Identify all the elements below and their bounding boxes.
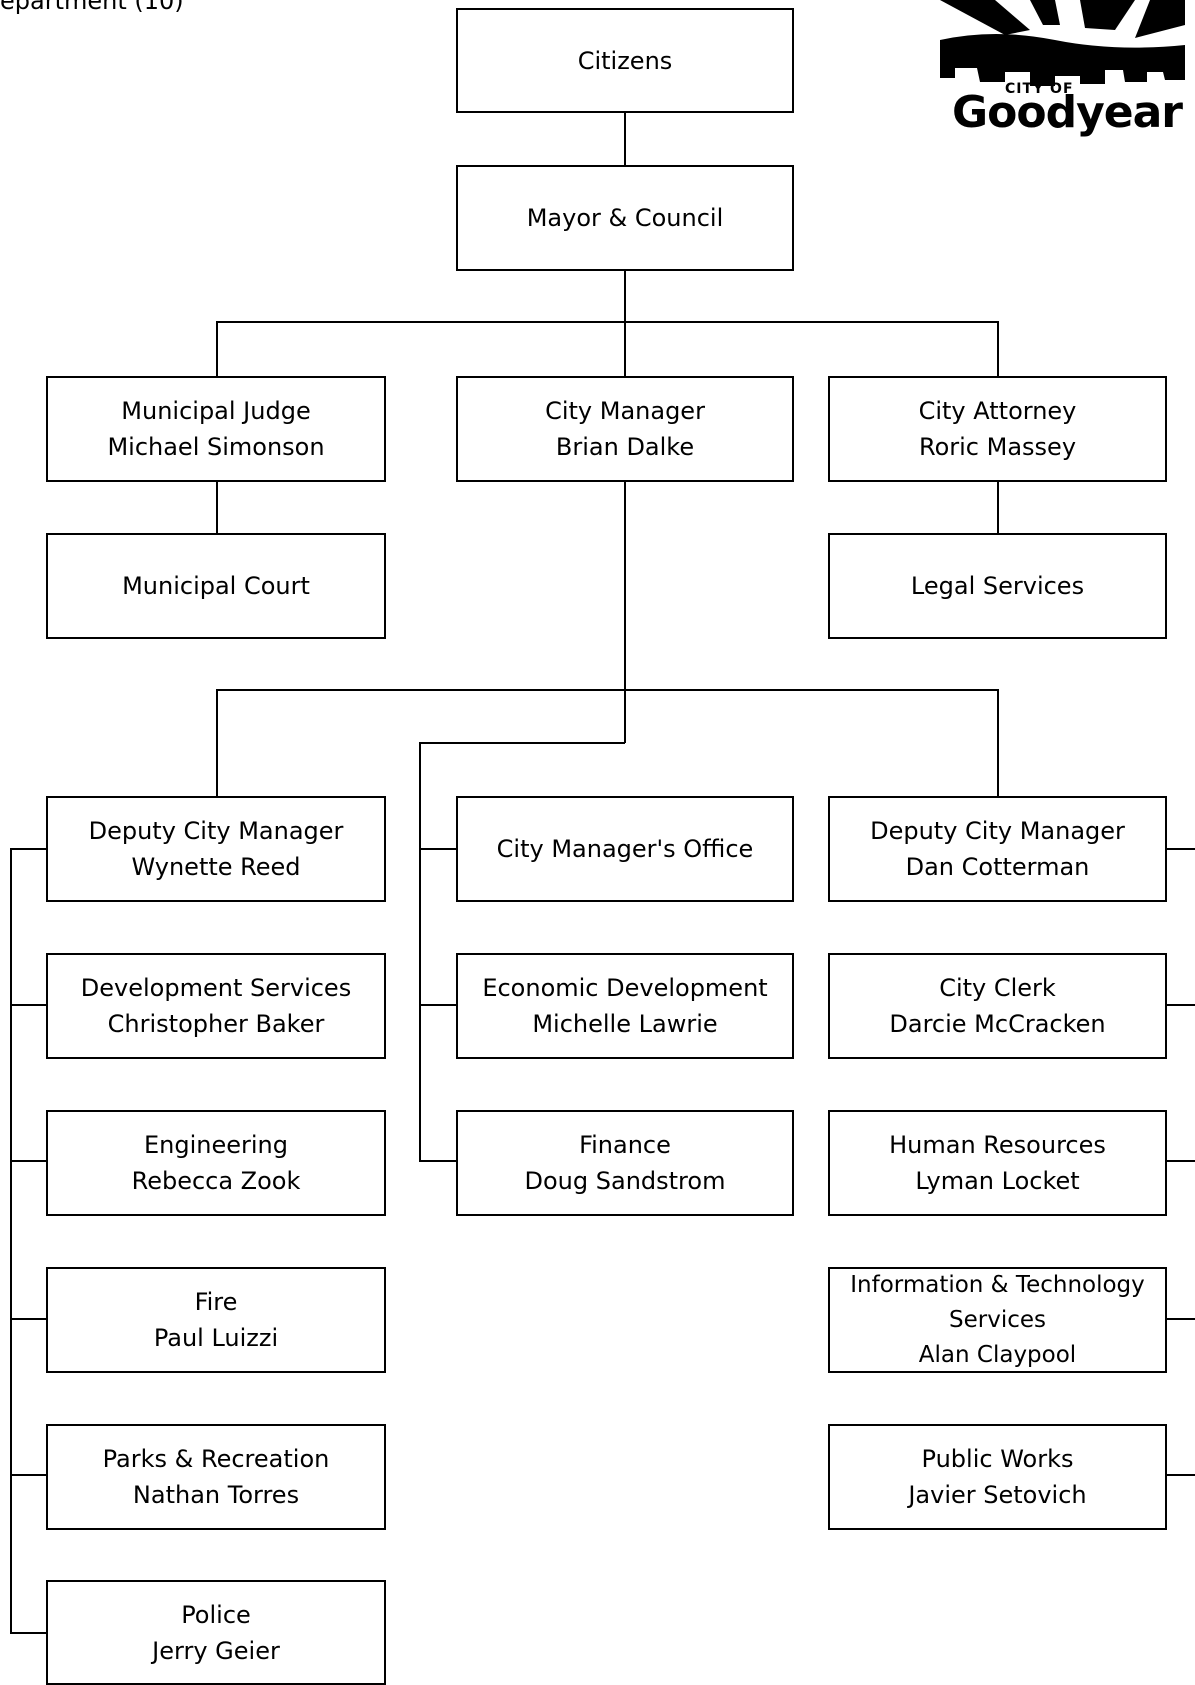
node-person: Darcie McCracken [889,1010,1106,1038]
node-person: Lyman Locket [915,1167,1080,1195]
connector-top-branch [216,321,999,376]
node-person: Wynette Reed [131,853,301,881]
node-title: Municipal Court [122,572,310,600]
node-information-technology-services: Information & Technology Services Alan C… [828,1267,1167,1373]
node-city-manager: City Manager Brian Dalke [456,376,794,482]
node-person: Roric Massey [918,433,1077,461]
node-title-cont: Services [949,1306,1046,1333]
node-title: Finance [579,1131,671,1159]
node-citizens: Citizens [456,8,794,113]
page-label: epartment (10) [0,0,184,15]
node-person: Nathan Torres [132,1481,300,1509]
node-title: Municipal Judge [121,397,311,425]
connector-middle-spine [419,742,625,1162]
node-person: Michael Simonson [107,433,325,461]
node-title: Legal Services [910,572,1085,600]
node-title: Development Services [80,974,352,1002]
node-title: City Manager's Office [496,835,754,863]
node-person: Michelle Lawrie [532,1010,718,1038]
node-police: Police Jerry Geier [46,1580,386,1685]
node-development-services: Development Services Christopher Baker [46,953,386,1059]
node-title: Parks & Recreation [102,1445,330,1473]
node-deputy-city-manager-cotterman: Deputy City Manager Dan Cotterman [828,796,1167,902]
node-person: Christopher Baker [107,1010,325,1038]
node-human-resources: Human Resources Lyman Locket [828,1110,1167,1216]
node-municipal-court: Municipal Court [46,533,386,639]
node-title: City Clerk [939,974,1056,1002]
node-deputy-city-manager-reed: Deputy City Manager Wynette Reed [46,796,386,902]
logo-name-text: Goodyear [952,87,1183,138]
node-person: Alan Claypool [918,1341,1077,1368]
node-finance: Finance Doug Sandstrom [456,1110,794,1216]
node-municipal-judge: Municipal Judge Michael Simonson [46,376,386,482]
node-title: City Manager [545,397,705,425]
node-title: Citizens [577,46,673,75]
connector-deputy-branch [216,689,999,796]
node-title: Deputy City Manager [88,817,344,845]
node-person: Paul Luizzi [153,1324,279,1352]
connector-left-spine [10,848,46,1634]
node-title: Fire [194,1288,238,1316]
node-title: Mayor & Council [526,204,724,232]
node-city-clerk: City Clerk Darcie McCracken [828,953,1167,1059]
node-person: Doug Sandstrom [524,1167,726,1195]
node-economic-development: Economic Development Michelle Lawrie [456,953,794,1059]
node-person: Javier Setovich [908,1481,1087,1509]
node-city-attorney: City Attorney Roric Massey [828,376,1167,482]
node-mayor-council: Mayor & Council [456,165,794,271]
node-title: Public Works [921,1445,1074,1473]
node-person: Jerry Geier [152,1636,280,1665]
node-fire: Fire Paul Luizzi [46,1267,386,1373]
logo-city-text: CITY OF [1005,81,1074,97]
node-person: Dan Cotterman [905,853,1090,881]
node-title: Police [181,1600,251,1629]
node-title: Economic Development [482,974,768,1002]
node-title: Deputy City Manager [870,817,1125,845]
node-title: Human Resources [889,1131,1106,1159]
node-title: City Attorney [918,397,1077,425]
city-of-goodyear-logo [940,0,1185,86]
node-person: Brian Dalke [555,433,695,461]
node-legal-services: Legal Services [828,533,1167,639]
node-engineering: Engineering Rebecca Zook [46,1110,386,1216]
node-city-managers-office: City Manager's Office [456,796,794,902]
node-public-works: Public Works Javier Setovich [828,1424,1167,1530]
node-parks-recreation: Parks & Recreation Nathan Torres [46,1424,386,1530]
node-title: Information & Technology [850,1271,1145,1298]
node-person: Rebecca Zook [131,1167,301,1195]
node-title: Engineering [144,1131,288,1159]
